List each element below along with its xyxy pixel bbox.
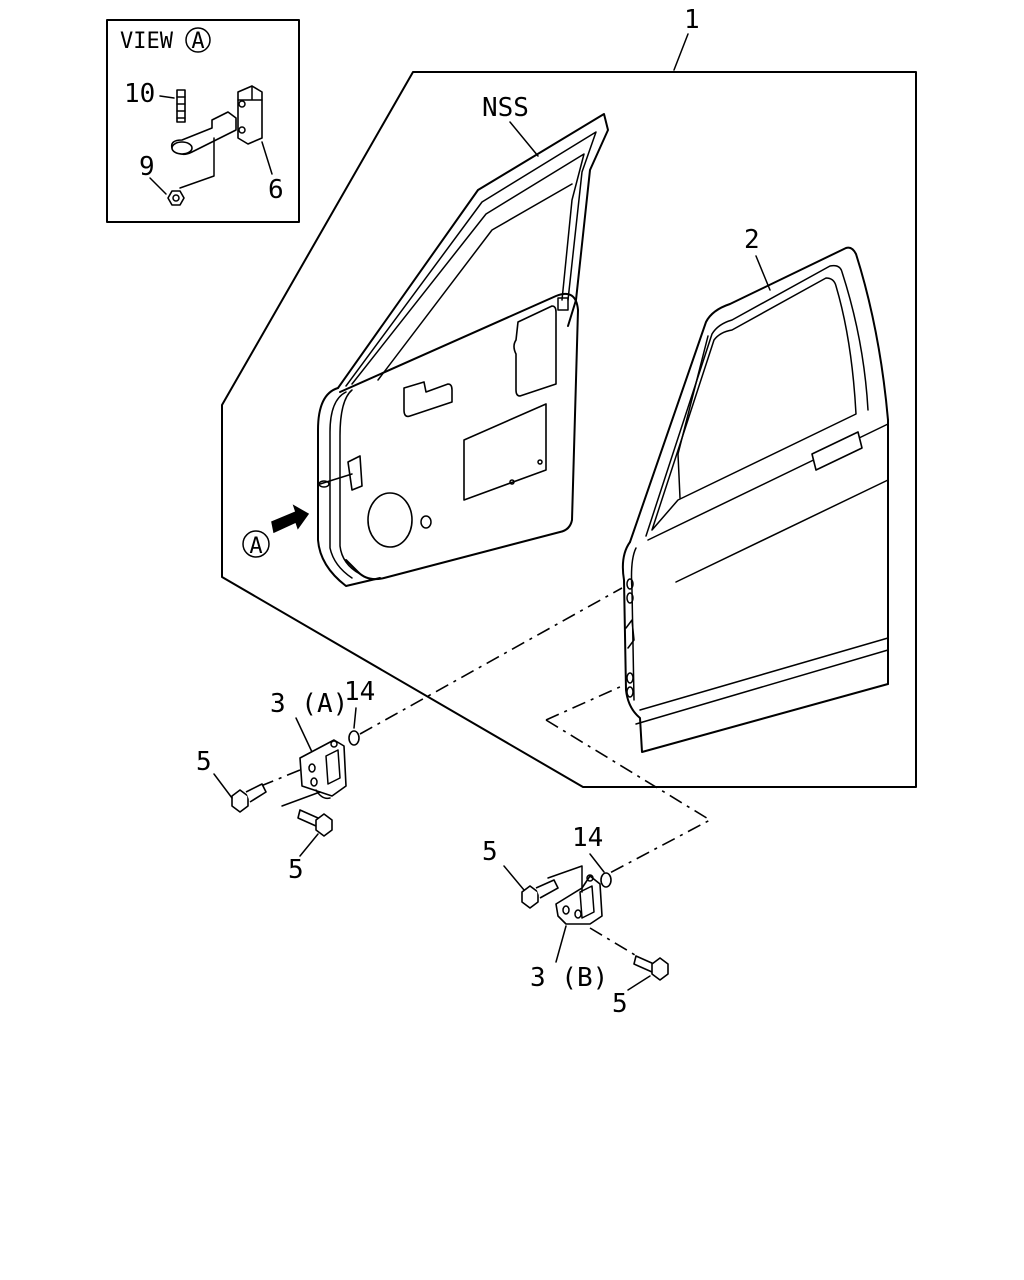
inset-circle-letter: A (191, 29, 204, 54)
view-arrow (271, 504, 310, 534)
outer-door: 2 (621, 225, 889, 753)
checker-bracket (237, 85, 263, 145)
label-5-lower-left: 5 (482, 837, 498, 867)
upper-hinge-group: 3 (A) 14 5 5 (196, 677, 375, 885)
label-14-lower: 14 (572, 823, 603, 853)
label-3b: 3 (B) (530, 963, 608, 993)
upper-hinge-centerline (359, 587, 623, 735)
lower-washer (600, 872, 612, 888)
inset-frame (106, 19, 300, 223)
label-5-upper-lower: 5 (288, 855, 304, 885)
view-a-inset: VIEW A 10 9 6 (106, 19, 300, 223)
label-6: 6 (268, 175, 284, 205)
label-5-lower-lower: 5 (612, 989, 628, 1019)
lower-hinge-group: 14 5 5 3 (B) (482, 823, 669, 1019)
label-14-upper: 14 (344, 677, 375, 707)
label-5-upper-left: 5 (196, 747, 212, 777)
lower-bolt-left (521, 885, 539, 909)
arrow-circle (242, 530, 270, 558)
upper-washer (348, 730, 360, 746)
label-1: 1 (684, 5, 700, 35)
label-9: 9 (139, 152, 155, 182)
label-2: 2 (744, 225, 760, 255)
lower-hinge-centerline (545, 719, 712, 877)
lower-hinge (555, 875, 603, 925)
label-3a: 3 (A) (270, 689, 348, 719)
inset-title: VIEW (120, 29, 174, 54)
inset-circle (185, 27, 211, 53)
nut (167, 190, 185, 206)
upper-bolt-lower (315, 813, 333, 837)
assembly-frame (221, 71, 917, 788)
inner-door: A (242, 113, 609, 587)
label-10: 10 (124, 79, 155, 109)
lower-bolt-lower (651, 957, 669, 981)
arrow-letter: A (249, 534, 262, 559)
label-nss: NSS (482, 93, 529, 123)
stopper-pin (176, 89, 186, 123)
upper-bolt-left (231, 789, 249, 813)
